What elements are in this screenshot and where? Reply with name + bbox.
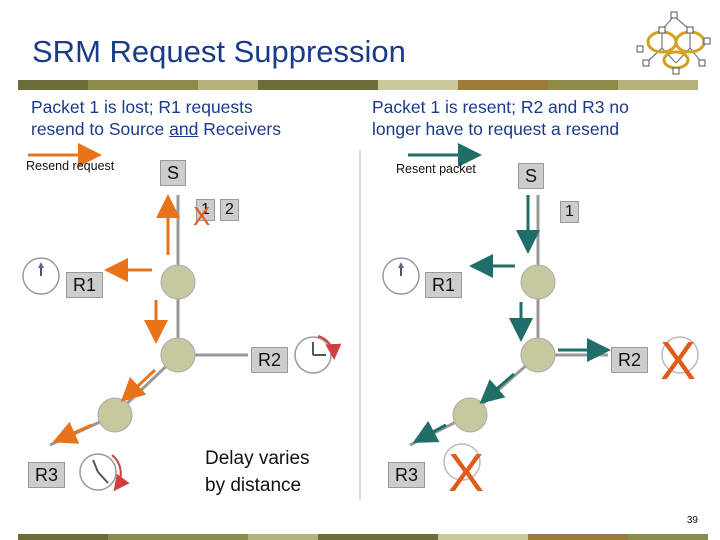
left-r3-label: R3 [28,462,66,488]
left-r1-clock [22,257,60,295]
right-r2-node [520,337,556,373]
delay-note: Delay varies by distance [205,445,310,499]
page-number: 39 [686,515,698,526]
network-logo [636,11,711,75]
left-r1-label: R1 [66,272,104,298]
right-arrow-r2-r3 [479,372,515,404]
right-caption-line2: longer have to request a resend [372,119,620,139]
left-arrow-r2-r3 [120,368,157,403]
left-packet-label-2: 2 [220,199,239,221]
right-legend-label: Resent packet [396,162,476,176]
slide-title: SRM Request Suppression [32,34,406,69]
left-packet-label-1: 1 [196,199,215,221]
left-caption: Packet 1 is lost; R1 requests resend to … [31,96,281,140]
right-r1-label: R1 [425,272,463,298]
right-r3-node [452,397,488,433]
left-r3-clock [79,453,130,492]
lost-packet-x: X [193,201,211,231]
left-r3-node [97,397,133,433]
right-r3-label: R3 [388,462,426,488]
left-caption-line1: Packet 1 is lost; R1 requests [31,97,253,117]
right-r2-label: R2 [611,347,649,373]
r2-suppressed-x: X [660,331,697,391]
right-r1-clock [382,257,420,295]
left-r2-node [160,337,196,373]
left-arrow-r3-out [52,421,93,444]
right-caption: Packet 1 is resent; R2 and R3 no longer … [372,96,629,140]
left-r2-clock [294,335,342,374]
delay-note-line1: Delay varies [205,448,310,469]
r3-suppressed-x: X [448,443,485,503]
title-band [18,80,698,90]
right-source-label: S [518,163,545,189]
right-arrow-r3-out [412,420,447,443]
bottom-band [18,534,708,540]
right-r2-clock [661,336,699,374]
left-r1-node [160,264,196,300]
right-r1-node [520,264,556,300]
left-source-label: S [160,160,187,186]
right-r3-clock [443,443,481,481]
left-r2-label: R2 [251,347,289,373]
left-legend-label: Resend request [26,159,115,173]
delay-note-line2: by distance [205,475,302,496]
right-packet-label: 1 [560,201,579,223]
right-caption-line1: Packet 1 is resent; R2 and R3 no [372,97,629,117]
left-caption-line2: resend to Source and Receivers [31,119,282,139]
